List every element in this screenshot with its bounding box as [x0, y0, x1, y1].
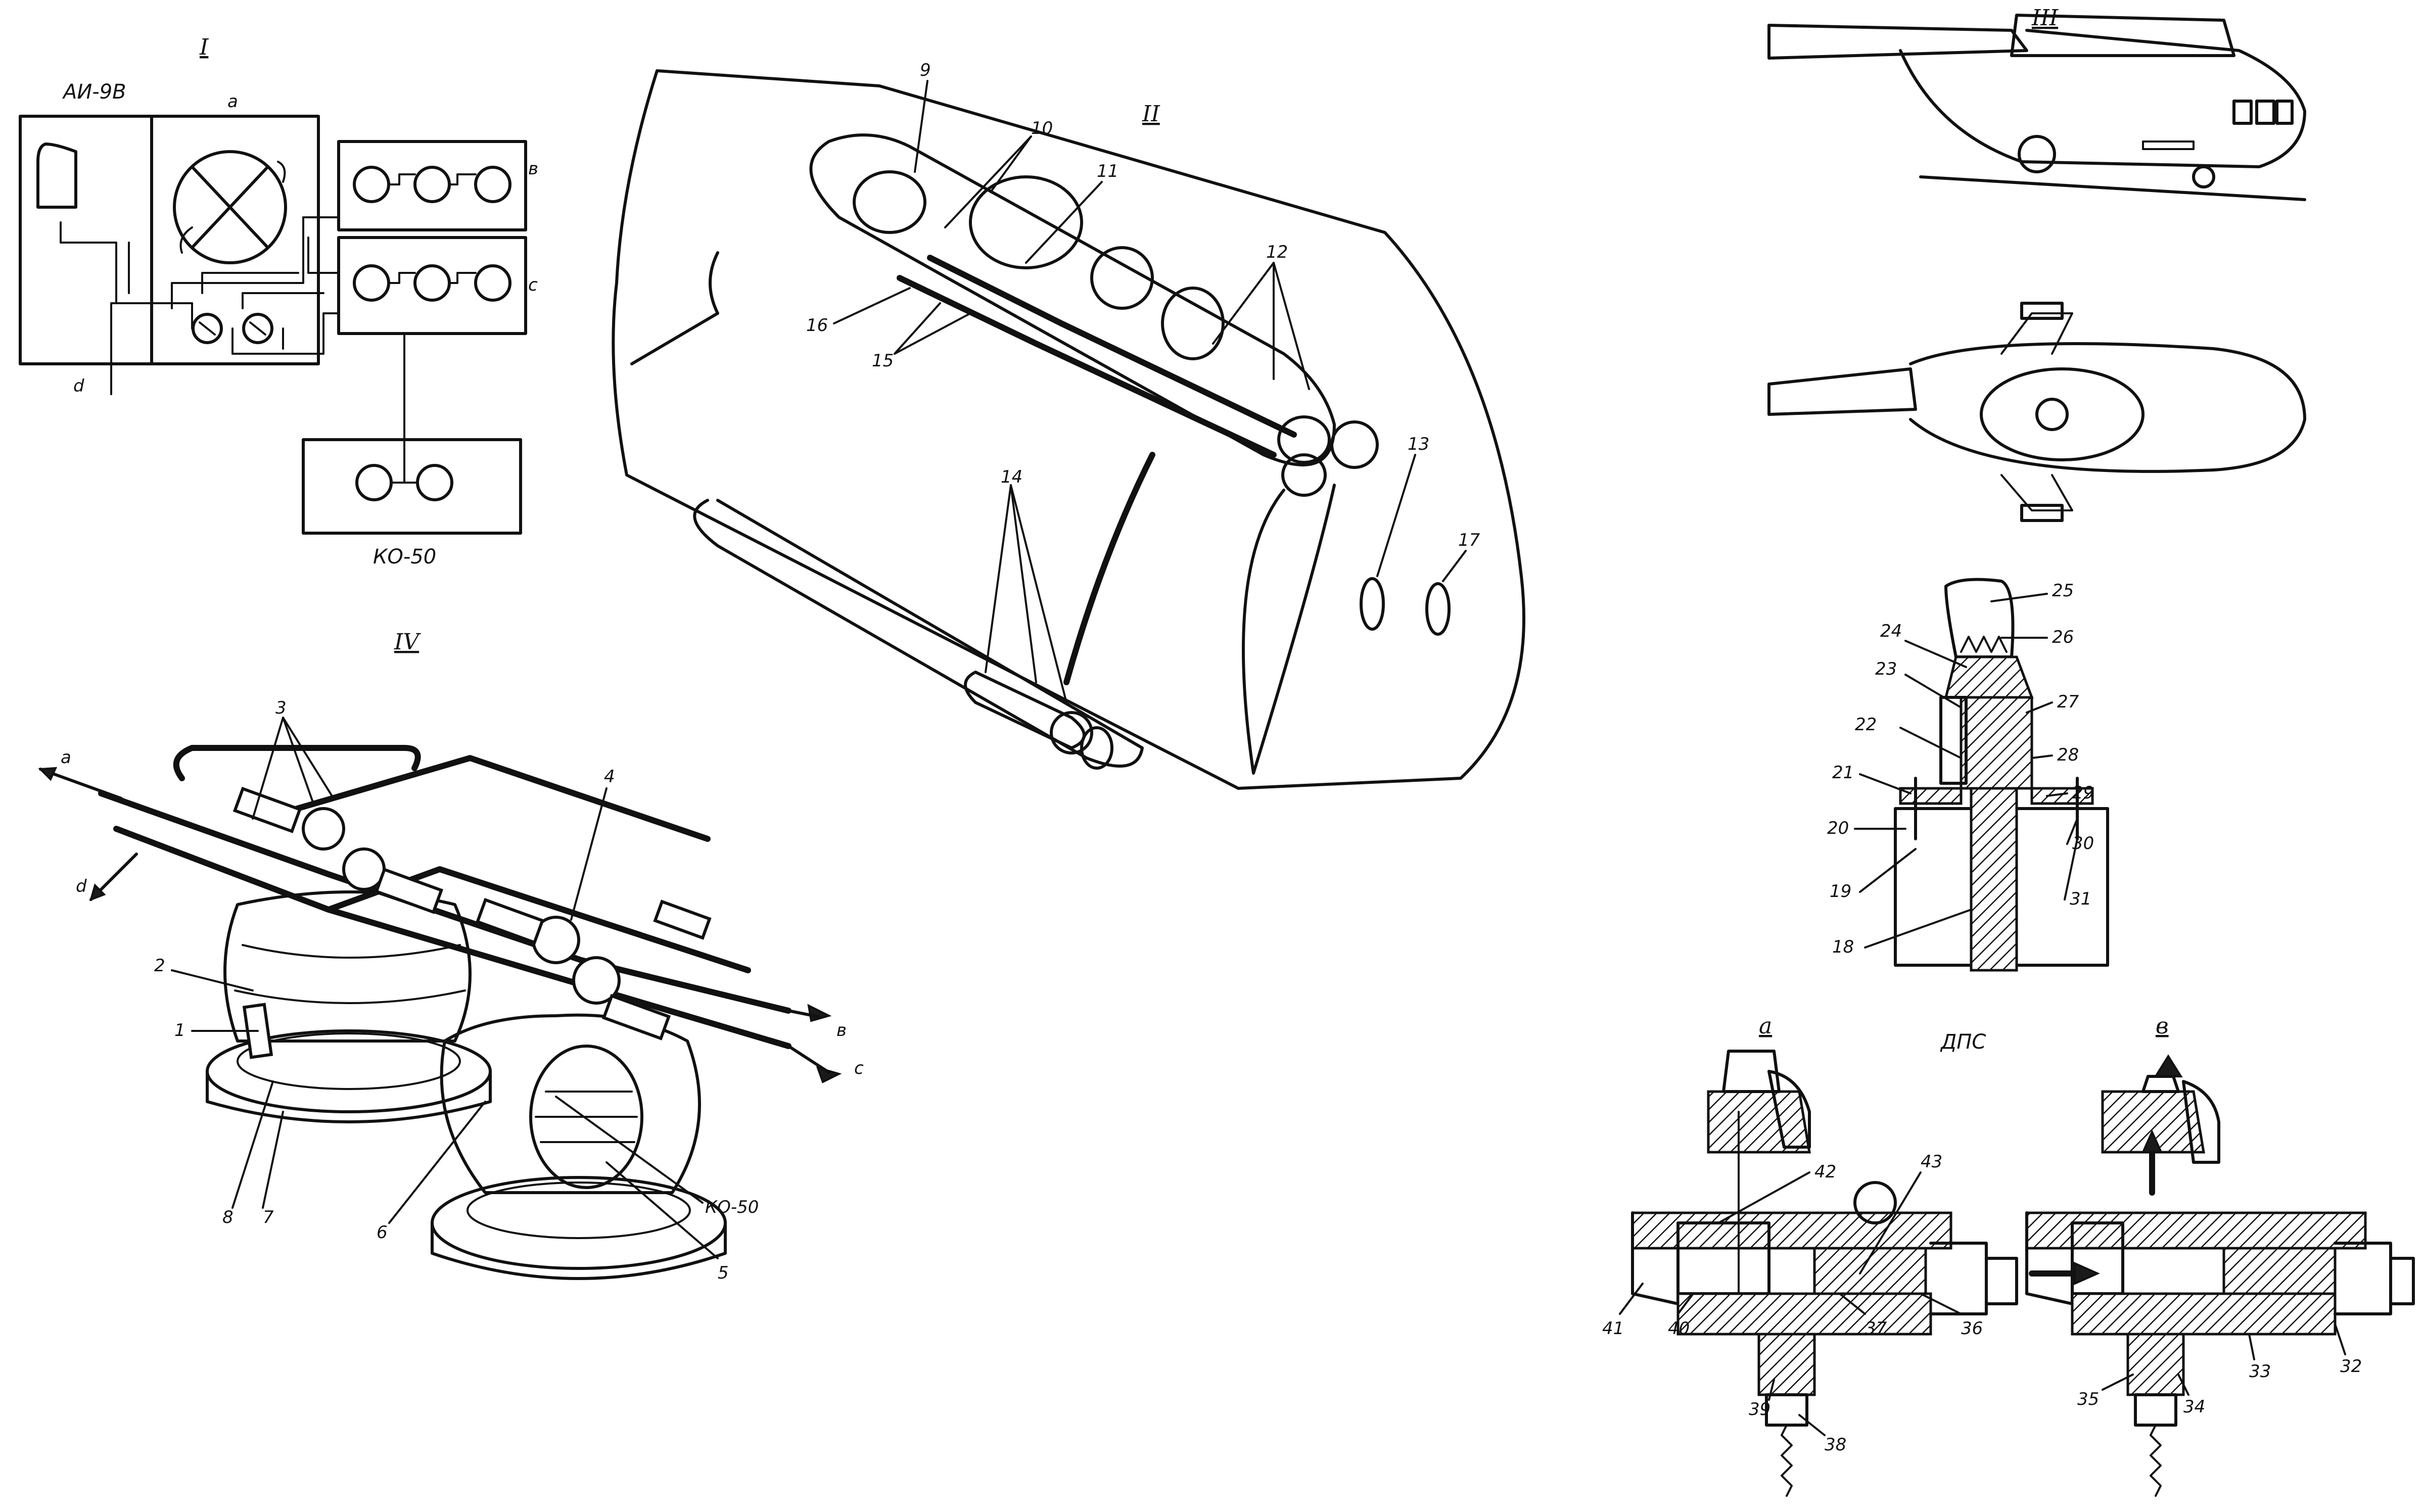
label-ai9v: АИ-9В — [62, 80, 126, 104]
squib-cartridge — [964, 671, 1086, 749]
part-27: 27 — [2057, 692, 2079, 712]
valve-heads — [232, 786, 712, 1041]
part-12: 12 — [1266, 242, 1288, 262]
part-39: 39 — [1749, 1399, 1770, 1420]
helicopter-side-view — [1767, 14, 2306, 201]
part-20: 20 — [1827, 818, 1849, 838]
part-8: 8 — [222, 1207, 234, 1227]
section-label-i: I — [199, 34, 209, 60]
part-24: 24 — [1880, 621, 1902, 641]
part-15: 15 — [872, 351, 894, 371]
apu-engine-circle — [173, 150, 287, 264]
part-18: 18 — [1832, 937, 1854, 957]
label-c: с — [528, 275, 538, 295]
part-33: 33 — [2249, 1361, 2271, 1382]
gas-generator — [969, 175, 1083, 269]
label-c-assembly: с — [854, 1058, 864, 1078]
squib-cross-section: 25 26 24 23 27 22 28 21 29 20 30 19 31 1… — [1827, 578, 2109, 972]
part-1: 1 — [174, 1020, 185, 1041]
part-6: 6 — [377, 1222, 388, 1243]
part-10: 10 — [1031, 118, 1053, 138]
cylinder-group-ko50 — [302, 438, 522, 535]
label-dps: ДПС — [1940, 1030, 1986, 1054]
valve-section-b — [2025, 1054, 2415, 1497]
part-22: 22 — [1855, 715, 1877, 735]
label-ko50-schematic: КО-50 — [373, 545, 436, 569]
fuselage-drawing: II — [612, 60, 1525, 790]
label-ko50-assembly: КО-50 — [705, 1197, 759, 1217]
bottle-right — [440, 1013, 701, 1194]
label-a-assembly: a — [61, 747, 71, 768]
part-16: 16 — [806, 315, 828, 336]
part-29: 29 — [2072, 783, 2094, 803]
part-41: 41 — [1602, 1318, 1624, 1339]
part-36: 36 — [1961, 1318, 1983, 1339]
label-a: a — [227, 91, 238, 112]
section-label-iv: IV — [394, 629, 421, 655]
assembly-leaders — [171, 717, 719, 1259]
part-4: 4 — [604, 767, 615, 787]
label-section-b: в — [2156, 1013, 2169, 1039]
helicopter-views: III — [1767, 5, 2306, 522]
part-14: 14 — [1001, 467, 1022, 487]
ai9v-right-block — [150, 115, 320, 365]
part-9: 9 — [920, 60, 931, 80]
label-b-assembly: в — [836, 1020, 847, 1041]
fuel-compartment — [809, 133, 1336, 466]
part-28: 28 — [2057, 745, 2079, 765]
label-section-a: а — [1759, 1013, 1772, 1039]
bottle-assembly-drawing: IV a d в с — [38, 629, 864, 1283]
signal-bottle-13 — [1360, 577, 1385, 631]
valve-section-a — [1631, 1050, 2018, 1497]
apu-tank-icon — [36, 143, 77, 209]
part-26: 26 — [2052, 627, 2074, 647]
part-25: 25 — [2052, 581, 2074, 601]
label-b: в — [528, 159, 538, 179]
part-34: 34 — [2183, 1397, 2205, 1417]
part-21: 21 — [1832, 763, 1854, 783]
fuselage-outline — [612, 69, 1525, 790]
part-43: 43 — [1921, 1152, 1942, 1172]
label-d-assembly: d — [76, 876, 87, 896]
dps-valve-sections: а ДПС в — [1602, 1013, 2415, 1497]
part-5: 5 — [718, 1263, 729, 1283]
part-23: 23 — [1875, 659, 1897, 679]
part-30: 30 — [2072, 833, 2094, 854]
part-35: 35 — [2077, 1389, 2099, 1409]
helicopter-top-view — [1767, 302, 2306, 522]
part-31: 31 — [2070, 889, 2091, 909]
part-17: 17 — [1458, 530, 1480, 550]
part-7: 7 — [263, 1207, 274, 1227]
signal-bottle-17 — [1425, 582, 1451, 636]
section-label-iii: III — [2031, 5, 2059, 31]
part-13: 13 — [1408, 434, 1429, 454]
part-32: 32 — [2340, 1356, 2362, 1377]
schematic-diagram: I АИ-9В a в с КО-50 — [19, 34, 538, 569]
part-38: 38 — [1825, 1435, 1846, 1455]
part-37: 37 — [1865, 1318, 1887, 1339]
cylinder-group-b — [337, 140, 527, 231]
part-42: 42 — [1814, 1162, 1836, 1182]
valve-leaders — [1619, 1171, 2346, 1436]
fuselage-leaders — [833, 80, 1467, 703]
squib-leaders — [1854, 593, 2078, 949]
bottle-left — [223, 890, 472, 1043]
section-label-ii: II — [1142, 101, 1160, 127]
part-2: 2 — [154, 956, 165, 976]
label-d: d — [73, 376, 84, 396]
cylinder-group-c — [337, 236, 527, 335]
part-19: 19 — [1830, 881, 1851, 902]
part-3: 3 — [275, 698, 287, 718]
part-11: 11 — [1097, 161, 1118, 181]
part-40: 40 — [1668, 1318, 1690, 1339]
